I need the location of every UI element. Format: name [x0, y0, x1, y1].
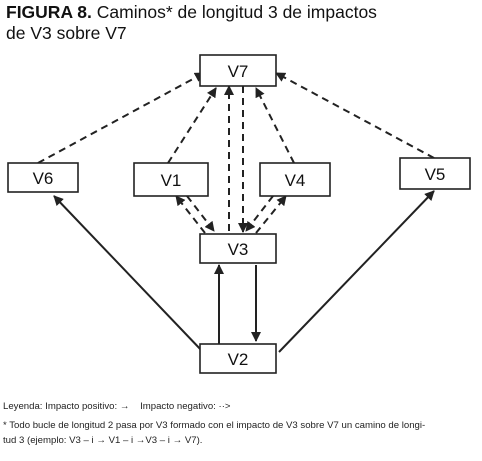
node-v6: V6 [7, 162, 79, 193]
legend-negative-symbol: ··> [218, 401, 231, 412]
node-v7: V7 [199, 54, 277, 87]
legend: Leyenda: Impacto positivo: → Impacto neg… [3, 400, 481, 413]
edge-v5-v7 [275, 72, 435, 159]
node-v3: V3 [199, 233, 277, 264]
edge-v3-v1 [175, 195, 206, 234]
node-v2: V2 [199, 343, 277, 374]
edge-v2-v5 [278, 190, 435, 353]
node-v3-label: V3 [228, 240, 249, 259]
node-v4: V4 [259, 162, 331, 197]
figure-number: FIGURA 8. [6, 2, 92, 22]
node-v5-label: V5 [425, 165, 446, 184]
node-v2-label: V2 [228, 350, 249, 369]
legend-positive-label: Impacto positivo: [45, 401, 118, 412]
edge-v1-v3 [186, 195, 215, 232]
node-v1: V1 [133, 162, 209, 197]
node-v5: V5 [399, 157, 471, 190]
legend-label: Leyenda: [3, 401, 43, 412]
node-v4-label: V4 [285, 171, 306, 190]
edge-v6-v7 [37, 72, 205, 164]
node-v7-label: V7 [228, 62, 249, 81]
edge-v3-v4 [255, 195, 287, 234]
impact-diagram: V7 V6 V1 V4 V5 V3 V2 [7, 54, 471, 374]
edge-v4-v7 [255, 87, 295, 164]
edge-v1-v7 [167, 87, 217, 164]
figure-title-line1: Caminos* de longitud 3 de impactos [96, 2, 377, 22]
node-v1-label: V1 [161, 171, 182, 190]
node-v6-label: V6 [33, 169, 54, 188]
footnote-line2: tud 3 (ejemplo: V3 – i → V1 – i →V3 – i … [3, 434, 203, 446]
edge-v4-v3 [245, 195, 274, 232]
footnote: * Todo bucle de longitud 2 pasa por V3 f… [3, 419, 481, 448]
footnote-line1: * Todo bucle de longitud 2 pasa por V3 f… [3, 420, 426, 431]
legend-positive-symbol: → [119, 401, 130, 412]
figure-title: FIGURA 8. Caminos* de longitud 3 de impa… [6, 2, 476, 44]
figure-title-line2: de V3 sobre V7 [6, 23, 127, 43]
legend-negative-label: Impacto negativo: [140, 401, 216, 412]
edge-v2-v6 [53, 195, 204, 353]
